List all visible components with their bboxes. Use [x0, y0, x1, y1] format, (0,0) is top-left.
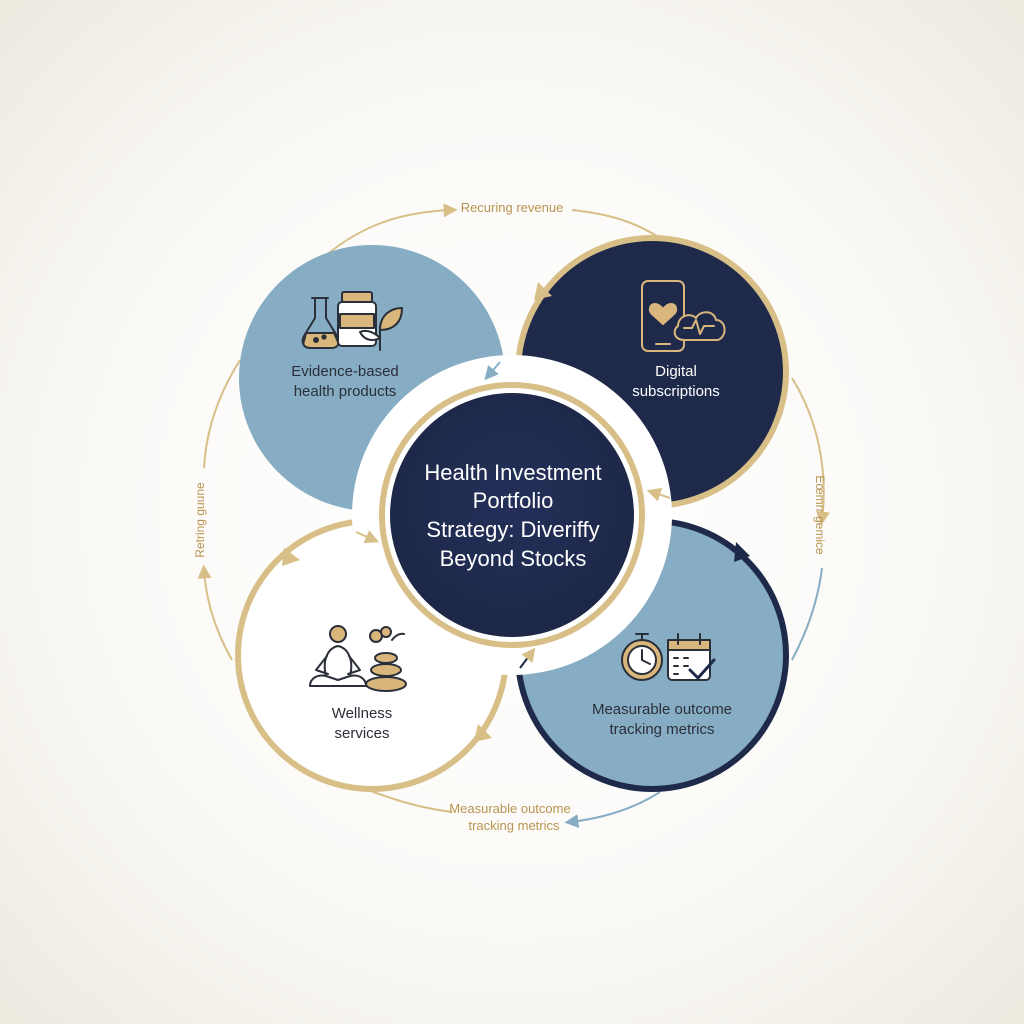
flow-arc-bottom-right	[564, 791, 661, 828]
center-title-line2: Portfolio	[473, 488, 554, 513]
connector-arrow-left	[355, 530, 380, 543]
segment-digital-label-line1: Digital	[655, 363, 697, 380]
flow-arc-bottom-left	[367, 789, 453, 813]
segment-metrics-icons	[621, 633, 716, 681]
flow-arc-right	[791, 377, 830, 526]
flow-arc-top-right	[571, 209, 661, 239]
flow-label-bottom-line1: Measurable outcome	[449, 801, 570, 816]
spa-stones-icon	[365, 626, 407, 692]
segment-wellness-label-line2: services	[334, 725, 389, 742]
calendar-check-icon	[667, 633, 716, 681]
flow-label-left: Retring guune	[193, 482, 207, 558]
segment-products-icons	[301, 291, 403, 351]
connector-arrow-top	[484, 361, 501, 381]
flow-label-right: Eœmrr gemice	[813, 475, 827, 555]
leaf-sprout-icon	[359, 307, 403, 351]
flow-arc-left	[203, 359, 241, 469]
segment-metrics-label-line1: Measurable outcome	[592, 701, 732, 718]
segment-metrics-label-line2: tracking metrics	[609, 721, 714, 738]
segment-products-label-line1: Evidence-based	[291, 363, 399, 380]
segment-digital-label-line2: subscriptions	[632, 383, 720, 400]
stopwatch-icon	[621, 633, 663, 681]
outer-flow-cycle	[197, 203, 830, 828]
flow-label-top: Recuring revenue	[461, 200, 564, 215]
cloud-heartbeat-icon	[673, 311, 726, 341]
segment-digital-arrowhead	[534, 282, 552, 300]
flow-arc-left-lower	[197, 564, 233, 661]
segment-wellness-arrowhead-left	[282, 548, 300, 566]
segment-wellness-arrowhead-bottom	[474, 724, 492, 742]
segment-metrics-arrowhead	[734, 542, 750, 562]
flow-label-bottom-line2: tracking metrics	[468, 818, 560, 833]
segment-wellness-label-line1: Wellness	[332, 705, 393, 722]
flow-arc-right-lower	[791, 567, 823, 661]
meditation-icon	[309, 625, 367, 687]
center-title-line4: Beyond Stocks	[440, 546, 587, 571]
flow-arc-top-left	[317, 203, 458, 263]
center-hub: Health Investment Portfolio Strategy: Di…	[352, 355, 672, 675]
center-hub-circle	[390, 393, 634, 637]
connector-arrow-right	[646, 488, 671, 502]
center-title-line3: Strategy: Diveriffy	[426, 517, 599, 542]
center-title-line1: Health Investment	[424, 460, 601, 485]
segment-wellness-icons	[309, 625, 407, 692]
segment-products-label-line2: health products	[294, 383, 397, 400]
segment-digital-icons	[641, 280, 726, 352]
connector-arrow-bottom	[519, 647, 536, 669]
